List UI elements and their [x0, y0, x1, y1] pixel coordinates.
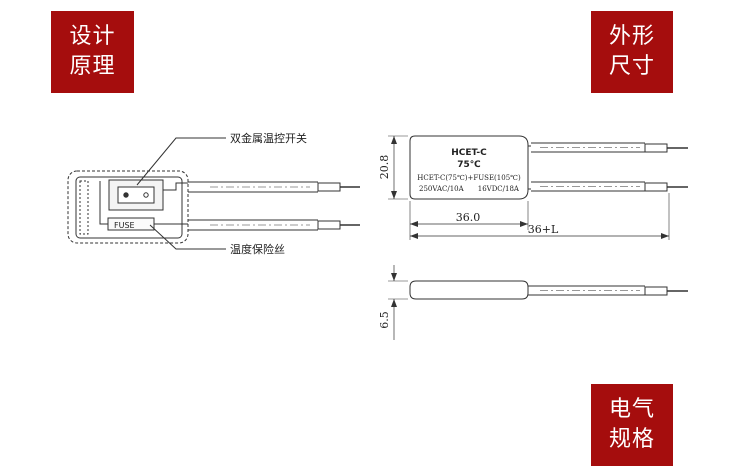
contact-point — [143, 192, 149, 198]
terminal-crimp — [644, 182, 668, 192]
badge-line-2: 规格 — [608, 427, 655, 452]
dimension-arrows — [391, 273, 397, 307]
contact-point — [123, 192, 129, 198]
terminal-crimp — [644, 143, 668, 153]
bimetal-leader-line — [136, 137, 226, 186]
body-length-dimension: 36.0 — [456, 211, 481, 224]
internal-wire — [99, 181, 108, 225]
design-principle-badge: 设计 原理 — [51, 11, 134, 93]
badge-line-2: 尺寸 — [608, 54, 655, 79]
electrical-specs-badge: 电气 规格 — [591, 384, 673, 466]
fuse-leader-line — [149, 224, 226, 250]
thermal-fuse-label: 温度保险丝 — [230, 242, 285, 256]
badge-line-1: 电气 — [608, 397, 655, 422]
badge-line-1: 外形 — [608, 24, 655, 49]
total-length-dimension: 36+L — [528, 223, 559, 236]
housing-outline — [75, 176, 183, 239]
dimension-arrows — [391, 136, 669, 239]
temperature-text: 75℃ — [457, 160, 481, 170]
internal-schematic — [67, 137, 360, 250]
thickness-dimension: 6.5 — [378, 311, 391, 329]
component-body — [409, 135, 529, 200]
terminal-crimp — [317, 182, 341, 192]
terminal-crimp — [317, 220, 341, 230]
bimetal-switch-label: 双金属温控开关 — [230, 131, 307, 145]
badge-line-1: 设计 — [69, 24, 116, 49]
housing-wall — [79, 180, 89, 235]
internal-wire — [163, 182, 188, 191]
outline-top-view — [388, 135, 688, 240]
height-dimension: 20.8 — [378, 155, 391, 180]
model-text: HCET-C — [451, 148, 487, 158]
ac-rating-text: 250VAC/10A — [419, 185, 465, 193]
outline-side-view — [388, 265, 688, 340]
dc-rating-text: 16VDC/18A — [478, 185, 520, 193]
sleeve-outline — [67, 170, 189, 244]
bimetal-disc — [117, 186, 155, 204]
badge-line-2: 原理 — [69, 54, 116, 79]
dimensions-badge: 外形 尺寸 — [591, 11, 673, 93]
component-body-side — [409, 280, 529, 300]
terminal-crimp — [644, 286, 668, 296]
fuse-text: FUSE — [114, 221, 135, 230]
spec-line-text: HCET-C(75℃)+FUSE(105℃) — [417, 174, 521, 182]
